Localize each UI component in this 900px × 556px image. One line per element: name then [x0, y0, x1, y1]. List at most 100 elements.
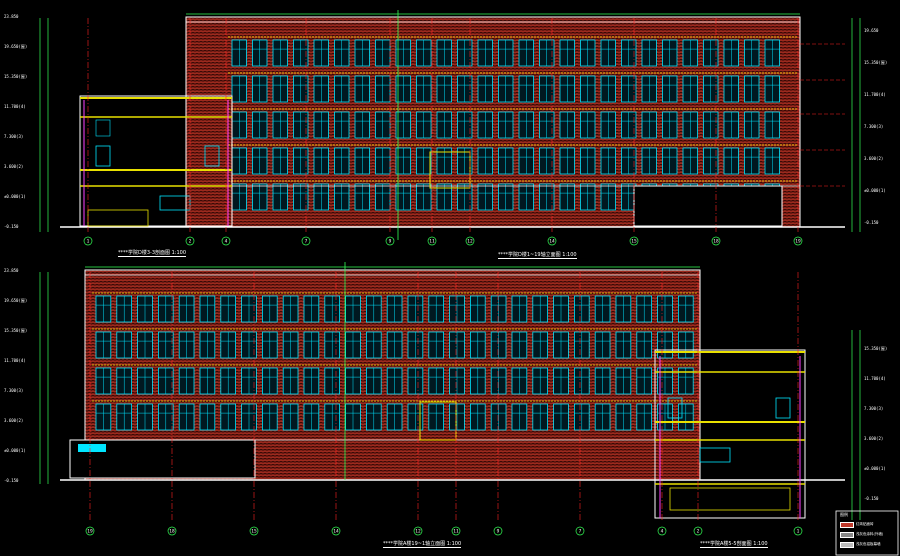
- legend-frame: [835, 510, 899, 556]
- top-section-3-3: [79, 95, 233, 227]
- level-label: 23.850: [4, 268, 19, 273]
- bottom-dimension-left: [39, 272, 49, 484]
- level-label: 7.300(3): [864, 406, 884, 411]
- level-label: 11.700(4): [4, 358, 26, 363]
- axis-label: 2: [189, 239, 192, 245]
- top-level-lines: [800, 43, 845, 187]
- axis-label: 7: [305, 239, 308, 245]
- top-section-title: ****学院D楼3-3剖面图 1:100: [118, 250, 187, 257]
- level-label: -0.150: [864, 220, 879, 225]
- axis-label: 7: [579, 529, 582, 535]
- bottom-section-scale: 1:100: [753, 541, 768, 547]
- legend-heading: 图例: [840, 512, 848, 517]
- axis-bubble: [413, 526, 423, 536]
- axis-bubble: [83, 236, 93, 246]
- level-label: 3.600(2): [864, 156, 884, 161]
- axis-bubble: [185, 236, 195, 246]
- top-elevation-title: ****学院D楼1~19轴立面图 1:100: [498, 252, 577, 259]
- axis-bubble: [301, 236, 311, 246]
- axis-bubble: [493, 526, 503, 536]
- level-label: 7.300(3): [864, 124, 884, 129]
- legend-swatch-panel: [840, 542, 854, 548]
- level-label: 3.600(2): [4, 164, 24, 169]
- level-label: ±0.000(1): [864, 188, 886, 193]
- top-window-grid: [228, 36, 798, 211]
- bottom-elevation-title: ****学院A楼19~1轴立面图 1:100: [383, 541, 462, 548]
- level-label: 23.850: [4, 14, 19, 19]
- axis-label: 15: [631, 239, 637, 245]
- level-label: 7.300(3): [4, 134, 24, 139]
- level-label: 3.600(2): [864, 436, 884, 441]
- level-label: ±0.000(1): [864, 466, 886, 471]
- level-label: 15.350(屋): [864, 60, 888, 65]
- legend-item-label: 浅灰色铝板幕墙: [856, 542, 881, 546]
- bottom-section-title-text: ****学院A楼5-5剖面图: [700, 541, 752, 547]
- bottom-elevation-scale: 1:100: [446, 541, 462, 547]
- axis-label: 2: [697, 529, 700, 535]
- level-label: -0.150: [4, 224, 19, 229]
- axis-bubble: [693, 526, 703, 536]
- axis-label: 14: [549, 239, 555, 245]
- level-label: ±0.000(1): [4, 448, 26, 453]
- top-entrance-canopy: [429, 151, 471, 189]
- legend-swatch-brick: [840, 522, 854, 528]
- legend-item-label: 浅灰色涂料(外墙): [856, 532, 884, 536]
- legend-item: 浅灰色铝板幕墙: [840, 541, 898, 548]
- level-label: ±0.000(1): [4, 194, 26, 199]
- axis-label: 1: [797, 529, 800, 535]
- level-label: 11.700(4): [864, 376, 886, 381]
- bottom-elevation: 19 18 15 14 12 11 9 7 4 2 1: [39, 262, 861, 536]
- top-elevation-scale: 1:100: [562, 252, 577, 258]
- axis-bubble: [249, 526, 259, 536]
- legend-item-label: 红砖贴面砖: [856, 522, 874, 526]
- axis-label: 9: [389, 239, 392, 245]
- level-label: 15.350(屋): [864, 346, 888, 351]
- level-label: 7.300(3): [4, 388, 24, 393]
- axis-bubble: [711, 236, 721, 246]
- legend-swatch-paint: [840, 532, 854, 538]
- axis-label: 11: [429, 239, 435, 245]
- axis-bubble: [385, 236, 395, 246]
- axis-bubble: [85, 526, 95, 536]
- top-dimension-right: [851, 18, 861, 232]
- bottom-cyan-panel: [78, 444, 106, 452]
- axis-label: 18: [713, 239, 719, 245]
- axis-label: 19: [795, 239, 801, 245]
- top-section-title-text: ****学院D楼3-3剖面图: [118, 250, 171, 256]
- axis-label: 15: [251, 529, 257, 535]
- axis-bubble: [465, 236, 475, 246]
- top-axis-lines: [87, 10, 799, 240]
- axis-bubble: [331, 526, 341, 536]
- level-label: 3.600(2): [4, 418, 24, 423]
- axis-label: 9: [497, 529, 500, 535]
- bottom-axis-bubbles: 19 18 15 14 12 11 9 7 4 2 1: [85, 526, 803, 536]
- top-dimension-left: [39, 18, 49, 232]
- level-label: 15.350(屋): [4, 74, 28, 79]
- axis-bubble: [547, 236, 557, 246]
- bottom-dimension-right: [851, 330, 861, 520]
- bottom-section-title: ****学院A楼5-5剖面图 1:100: [700, 541, 768, 548]
- bottom-window-grid: [92, 292, 698, 431]
- top-section-scale: 1:100: [171, 250, 187, 256]
- axis-bubble: [427, 236, 437, 246]
- axis-label: 19: [87, 529, 93, 535]
- axis-bubble: [793, 236, 803, 246]
- level-label: 19.650: [864, 28, 879, 33]
- level-label: 19.650(屋): [4, 44, 28, 49]
- legend: 图例 红砖贴面砖 浅灰色涂料(外墙) 浅灰色铝板幕墙: [838, 512, 898, 555]
- legend-item: 浅灰色涂料(外墙): [840, 531, 898, 538]
- bottom-elevation-title-text: ****学院A楼19~1轴立面图: [383, 541, 446, 547]
- axis-bubble: [451, 526, 461, 536]
- bottom-section-5-5: [654, 349, 806, 519]
- axis-label: 14: [333, 529, 339, 535]
- axis-label: 12: [415, 529, 421, 535]
- axis-label: 4: [225, 239, 228, 245]
- axis-bubble: [221, 236, 231, 246]
- axis-label: 11: [453, 529, 459, 535]
- axis-bubble: [167, 526, 177, 536]
- level-label: 19.650(屋): [4, 298, 28, 303]
- axis-label: 4: [661, 529, 664, 535]
- axis-label: 18: [169, 529, 175, 535]
- axis-bubble: [793, 526, 803, 536]
